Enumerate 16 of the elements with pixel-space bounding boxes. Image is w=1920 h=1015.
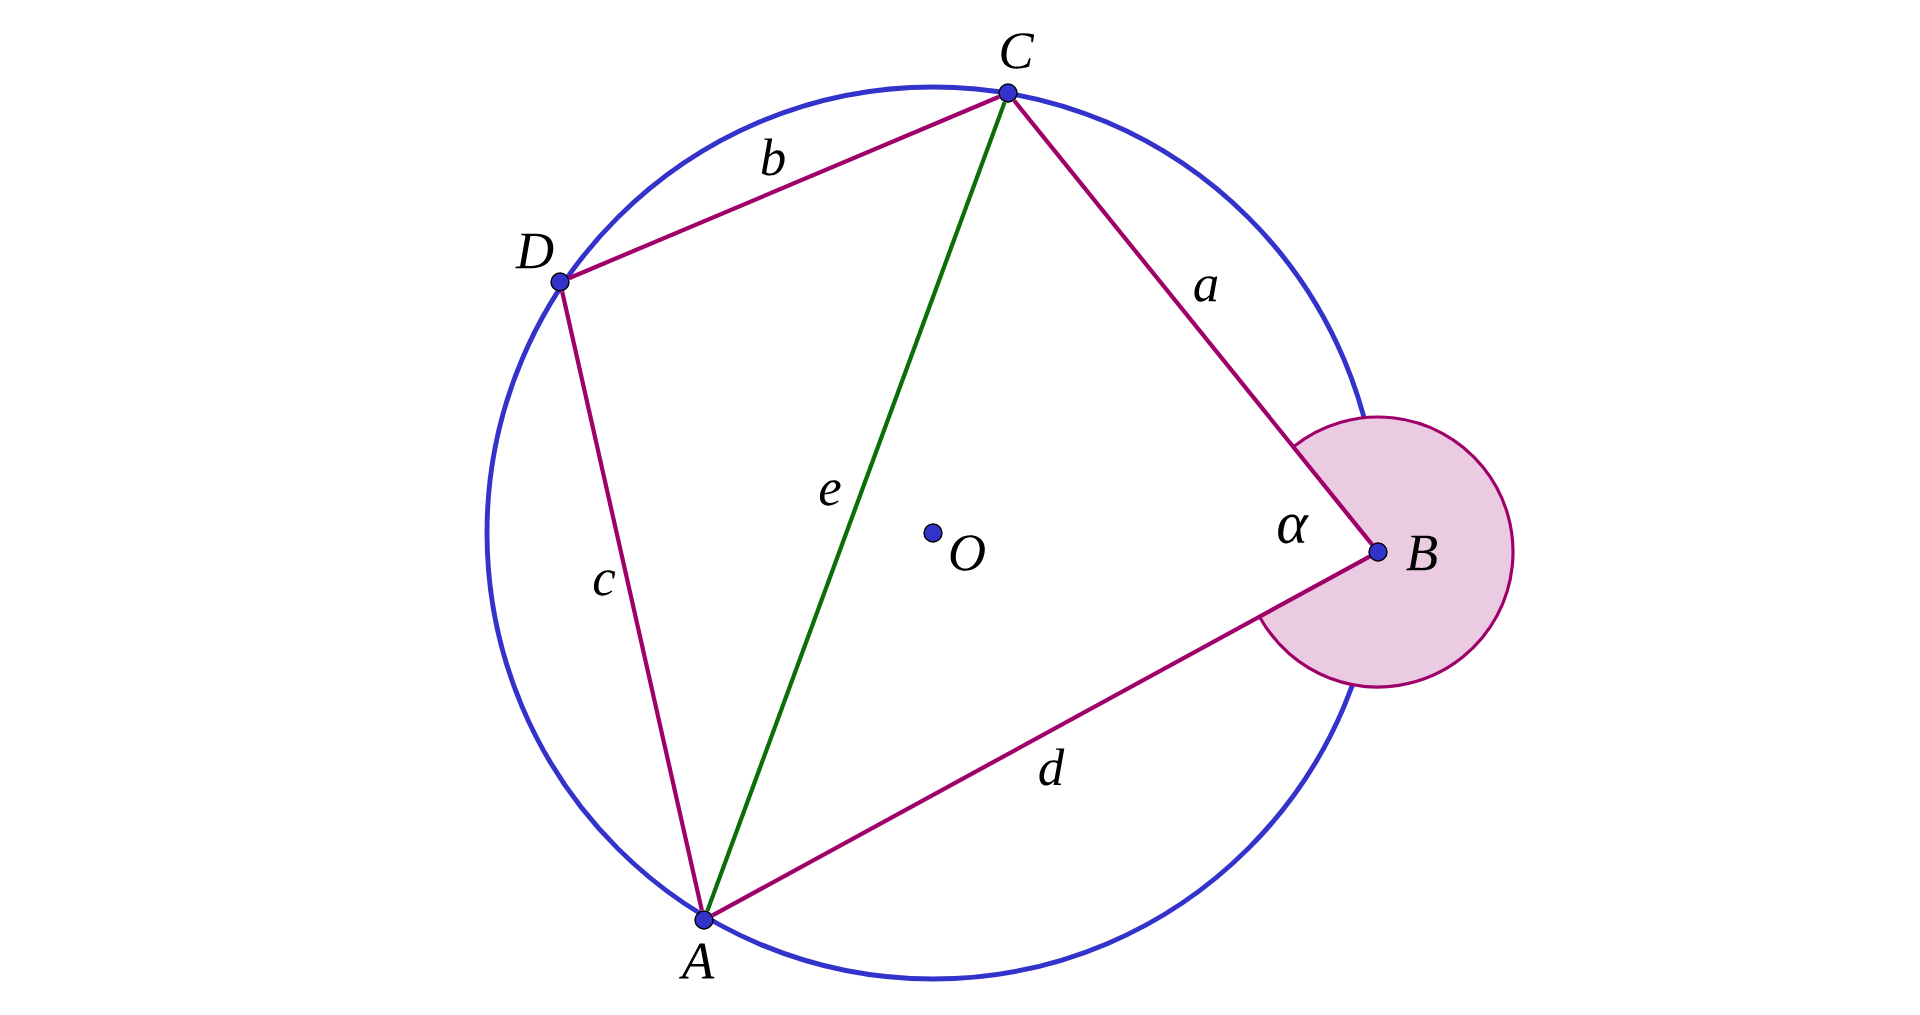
edge-label: c [590,568,618,598]
angle-label: α [1278,514,1309,544]
point-label: A [679,943,715,979]
point-label: C [1001,33,1035,69]
segment [1012,99,1374,546]
point-label: B [1406,535,1437,571]
segment [568,94,1000,281]
point-label: O [950,535,985,571]
edge-label: e [816,478,844,508]
segment [560,291,704,911]
segment [711,554,1371,918]
edge-label: a [1191,274,1221,304]
segment [705,101,1007,912]
edge-label: b [758,136,788,178]
point-label: D [515,233,554,269]
edge-label: d [1036,746,1066,788]
